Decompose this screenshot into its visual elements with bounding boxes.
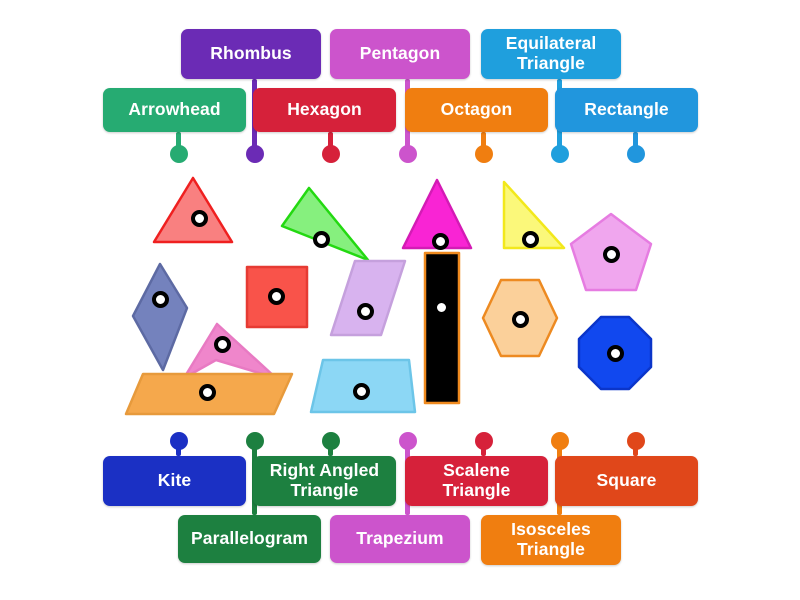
shape-pentagon: [569, 212, 653, 292]
connector-dot-isosceles[interactable]: [551, 432, 569, 450]
shape-isosceles-triangle: [152, 176, 234, 244]
connector-dot-equilateral[interactable]: [551, 145, 569, 163]
shape-parallelogram: [124, 372, 294, 416]
shape-hexagon: [481, 278, 559, 358]
label-text: Parallelogram: [190, 528, 309, 549]
shape-square: [245, 265, 309, 329]
connector-dot-trapezium[interactable]: [399, 432, 417, 450]
label-rectangle[interactable]: Rectangle: [555, 88, 698, 132]
shape-octagon: [577, 315, 653, 391]
shape-scalene-triangle: [280, 186, 370, 264]
connector-dot-scalene[interactable]: [475, 432, 493, 450]
connector-dot-octagon[interactable]: [475, 145, 493, 163]
shape-kite: [131, 262, 189, 372]
connector-dot-rectangle[interactable]: [627, 145, 645, 163]
shape-right-angled-triangle: [502, 180, 566, 250]
connector-stem-rectangle: [633, 132, 638, 154]
shape-parallelogram: [329, 259, 407, 337]
shape-equilateral-triangle: [401, 178, 473, 250]
shape-arrowhead: [182, 322, 278, 380]
connector-dot-rhombus[interactable]: [246, 145, 264, 163]
label-arrowhead[interactable]: Arrowhead: [103, 88, 246, 132]
label-text: Pentagon: [359, 43, 441, 64]
connector-dot-kite[interactable]: [170, 432, 188, 450]
label-text: Square: [596, 470, 657, 491]
connector-stem-octagon: [481, 132, 486, 154]
connector-dot-right-angled[interactable]: [322, 432, 340, 450]
label-text: Kite: [157, 470, 192, 491]
label-text: Hexagon: [287, 99, 362, 120]
label-pentagon[interactable]: Pentagon: [330, 29, 470, 79]
label-hexagon[interactable]: Hexagon: [253, 88, 396, 132]
label-square[interactable]: Square: [555, 456, 698, 506]
connector-dot-hexagon[interactable]: [322, 145, 340, 163]
label-rhombus[interactable]: Rhombus: [181, 29, 321, 79]
connector-dot-square[interactable]: [627, 432, 645, 450]
label-kite[interactable]: Kite: [103, 456, 246, 506]
label-parallelogram[interactable]: Parallelogram: [178, 515, 321, 563]
label-text: Octagon: [440, 99, 513, 120]
shape-trapezium: [309, 358, 417, 414]
connector-dot-pentagon[interactable]: [399, 145, 417, 163]
label-text: Trapezium: [356, 528, 444, 549]
shape-rectangle: [423, 251, 461, 405]
connector-dot-parallelogram[interactable]: [246, 432, 264, 450]
connector-stem-arrowhead: [176, 132, 181, 154]
connector-dot-arrowhead[interactable]: [170, 145, 188, 163]
label-text: Arrowhead: [128, 99, 221, 120]
connector-stem-hexagon: [328, 132, 333, 154]
label-text: Rhombus: [210, 43, 292, 64]
label-octagon[interactable]: Octagon: [405, 88, 548, 132]
label-text: Rectangle: [584, 99, 669, 120]
label-trapezium[interactable]: Trapezium: [330, 515, 470, 563]
